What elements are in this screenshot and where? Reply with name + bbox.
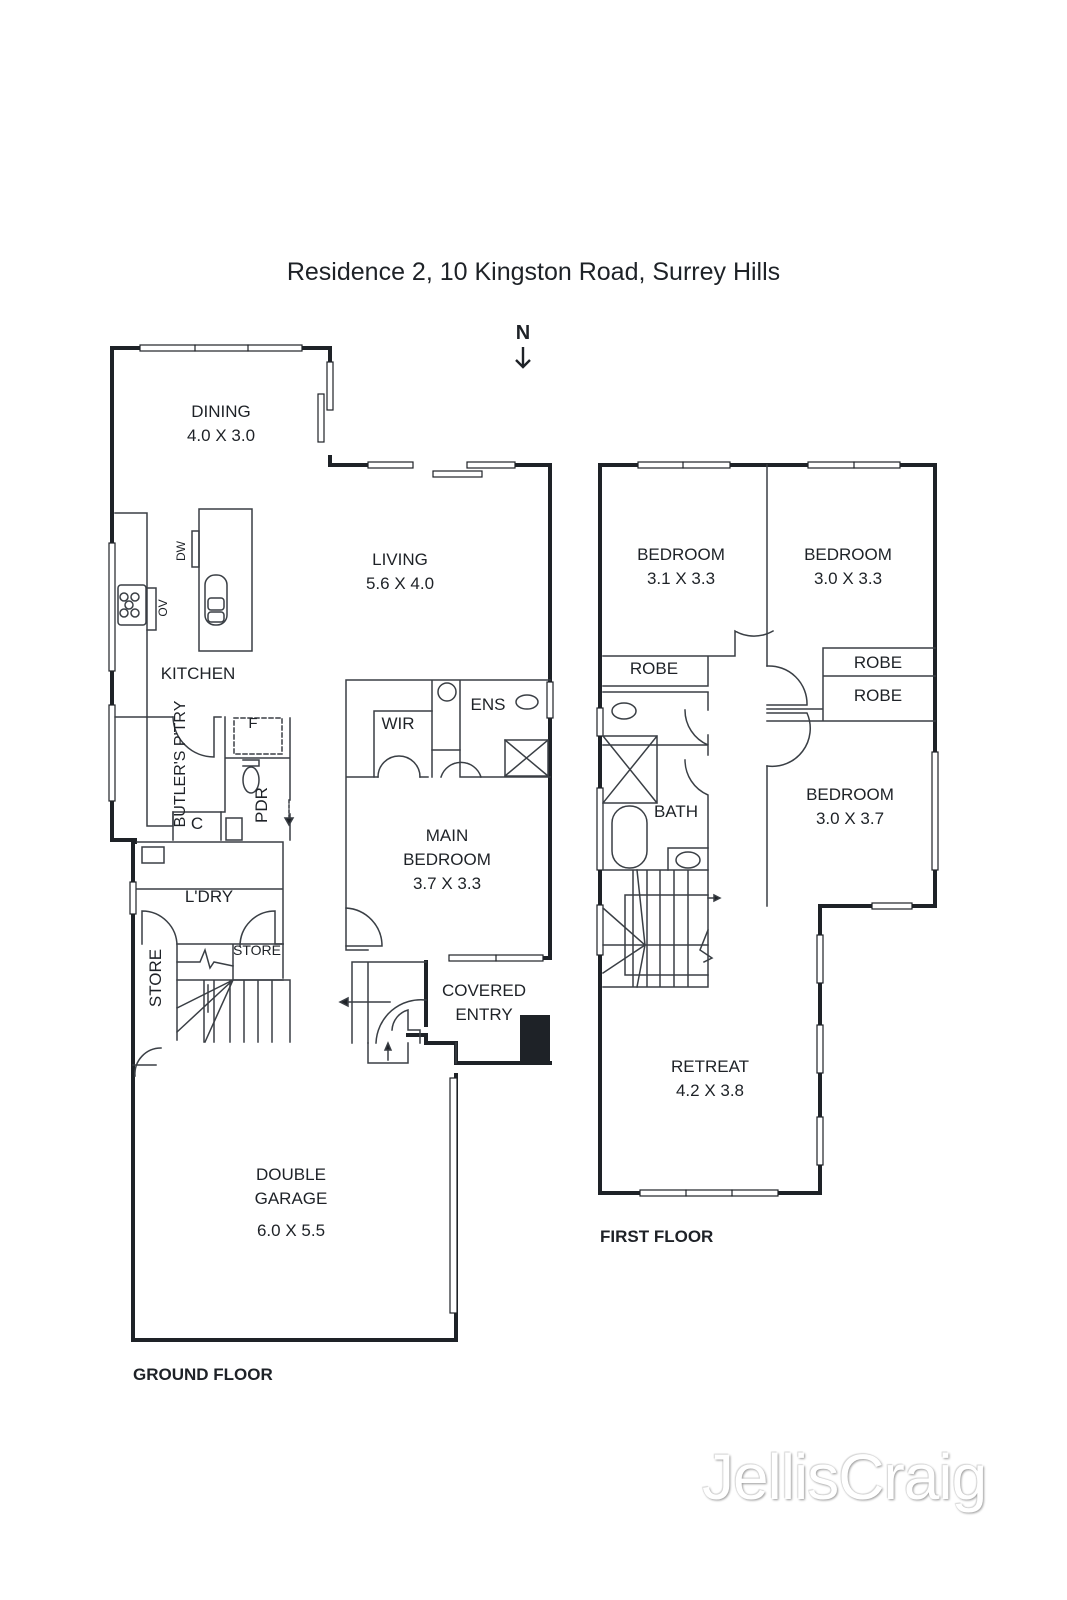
room-fridge: F [248,715,258,732]
room-dims: 3.0 X 3.7 [815,809,885,828]
room-name: DOUBLE GARAGE [254,1165,328,1208]
room-bath: BATH [653,802,699,821]
dishwasher-label: DW [174,541,188,561]
north-arrow-icon [515,347,531,369]
room-pdr: PDR [252,787,271,823]
room-main-bedroom: MAIN BEDROOM 3.7 X 3.3 [397,824,497,896]
room-bedroom-4: BEDROOM 3.0 X 3.7 [806,783,894,831]
room-name: BEDROOM [804,545,892,564]
room-store-2: STORE [233,942,281,958]
room-laundry: L'DRY [184,887,234,906]
room-kitchen: KITCHEN [160,664,236,683]
room-name: LIVING [372,550,428,569]
room-name: BEDROOM [806,785,894,804]
first-floor-walls [598,463,937,1195]
room-dims: 4.0 X 3.0 [186,426,256,445]
room-robe-3: ROBE [853,686,903,705]
room-name: RETREAT [670,1057,750,1076]
plan-title: Residence 2, 10 Kingston Road, Surrey Hi… [286,258,781,286]
north-label: N [515,322,531,344]
room-store-1: STORE [146,948,165,1008]
room-robe-2: ROBE [853,653,903,672]
ground-floor-interior [114,508,551,1077]
room-living: LIVING 5.6 X 4.0 [366,548,434,596]
first-floor-interior [601,464,936,988]
room-wir: WIR [381,714,415,733]
room-name: MAIN BEDROOM [403,826,491,869]
oven-label: OV [156,599,170,617]
room-dims: 3.7 X 3.3 [412,874,482,893]
room-dims: 3.1 X 3.3 [646,569,716,588]
room-retreat: RETREAT 4.2 X 3.8 [671,1055,749,1103]
room-name: BEDROOM [637,545,725,564]
compass: N [508,322,538,377]
room-double-garage: DOUBLE GARAGE 6.0 X 5.5 [246,1163,336,1243]
brand-logo: JellisCraig [702,1441,987,1513]
room-ensuite: ENS [470,695,506,714]
room-cupboard: C [190,814,204,833]
first-floor-windows [596,461,939,1197]
room-dining: DINING 4.0 X 3.0 [187,400,255,448]
room-dims: 4.2 X 3.8 [675,1081,745,1100]
room-covered-entry: COVERED ENTRY [441,981,527,1024]
room-dims: 3.0 X 3.3 [813,569,883,588]
first-floor-label: FIRST FLOOR [600,1227,714,1246]
ground-floor-windows [108,344,554,1314]
ground-floor-label: GROUND FLOOR [133,1365,273,1384]
room-butlers-pantry: BUTLER'S P'TRY [172,700,189,828]
room-dims: 5.6 X 4.0 [365,574,435,593]
room-dims: 6.0 X 5.5 [256,1221,326,1240]
room-robe-1: ROBE [629,659,679,678]
room-bedroom-2: BEDROOM 3.1 X 3.3 [637,543,725,591]
room-name: DINING [191,402,251,421]
room-bedroom-3: BEDROOM 3.0 X 3.3 [804,543,892,591]
